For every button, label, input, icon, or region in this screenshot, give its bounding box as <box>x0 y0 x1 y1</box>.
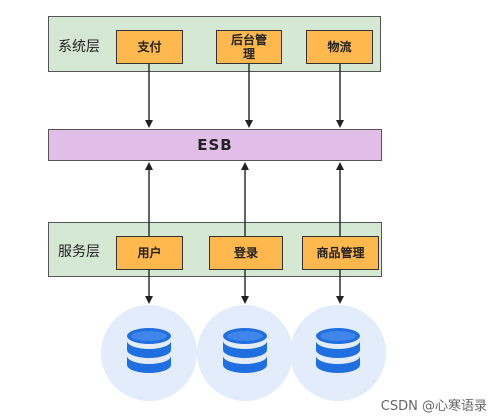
product-management-box: 商品管理 <box>302 236 379 270</box>
esb-bar: ESB <box>48 129 382 161</box>
watermark: CSDN @心寒语录 <box>380 399 487 414</box>
database-icon <box>127 328 171 373</box>
user-box: 用户 <box>116 236 183 270</box>
login-box: 登录 <box>209 236 283 270</box>
admin-box: 后台管 理 <box>216 30 282 64</box>
database-icon <box>316 328 360 373</box>
service-layer-label: 服务层 <box>58 244 100 260</box>
database-login <box>197 305 293 401</box>
system-layer-label: 系统层 <box>58 39 100 55</box>
logistics-box: 物流 <box>306 30 373 64</box>
database-product <box>290 305 386 401</box>
database-icon <box>223 328 267 373</box>
database-user <box>101 305 197 401</box>
payment-box: 支付 <box>116 30 183 64</box>
